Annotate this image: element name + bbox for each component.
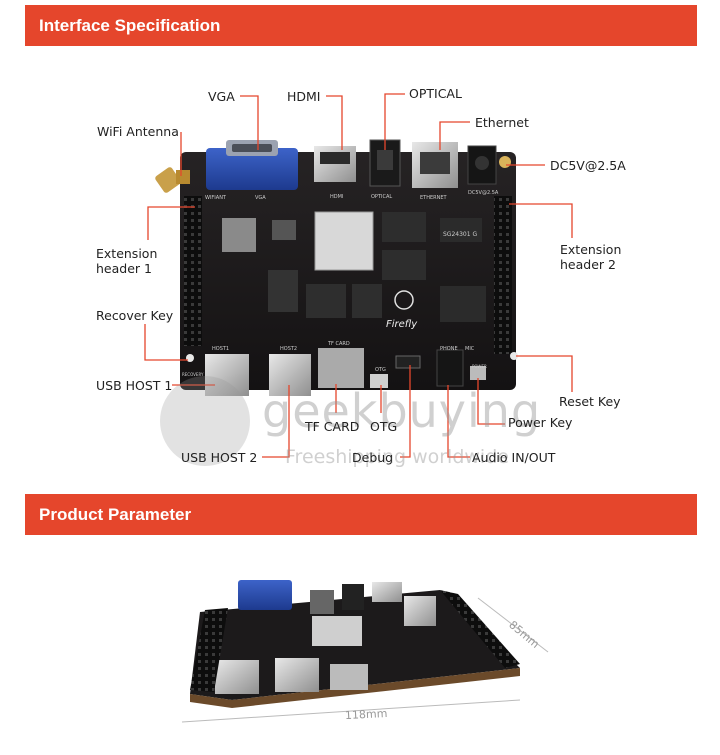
silk-otg: OTG: [375, 367, 386, 373]
soc-chip: [314, 211, 374, 271]
label-vga: VGA: [208, 89, 235, 104]
width-dimension-label: 118mm: [344, 706, 388, 723]
ram-chip: [352, 284, 382, 318]
top-board: [155, 139, 518, 396]
usb-port-3d: [275, 658, 319, 692]
bottom-board: [181, 580, 549, 723]
silk-ethernet: ETHERNET: [420, 195, 447, 201]
usb-host-2-callout-line: [262, 385, 290, 458]
silk-chip: SG24301 G: [443, 231, 478, 238]
callout-lines: [144, 93, 573, 458]
label-reset-key: Reset Key: [559, 394, 621, 409]
power-callout-line: [477, 378, 505, 425]
debug-header: [395, 355, 421, 369]
silk-dc: DC5V@2.5A: [468, 190, 499, 196]
width-dimension-line: [181, 699, 521, 723]
emmc-chip: [440, 286, 486, 322]
soc-3d: [312, 616, 362, 646]
pcb: [180, 152, 516, 390]
label-wifi-antenna: WiFi Antenna: [97, 124, 179, 139]
label-power-key: Power Key: [508, 415, 573, 430]
recover-key-button: [186, 354, 194, 362]
hdmi-port-3d: [372, 582, 402, 602]
ethernet-port-3d: [404, 596, 436, 626]
silk-host1: HOST1: [212, 346, 230, 352]
ext-header-2-callout-line: [509, 203, 573, 238]
silk-wifi: WIFIANT: [205, 195, 226, 201]
label-audio: Audio IN/OUT: [472, 450, 556, 465]
silk-vga: VGA: [255, 195, 266, 201]
audio-port-3d: [342, 584, 364, 610]
otg-port: [370, 374, 388, 388]
wifi-module: [222, 218, 256, 252]
silk-hdmi: HDMI: [330, 194, 344, 200]
power-key-button: [470, 366, 486, 380]
label-ext-header-2: Extension header 2: [560, 242, 622, 272]
label-optical: OPTICAL: [409, 86, 462, 101]
silk-power: POWER: [472, 364, 487, 369]
audio-callout-line: [447, 385, 470, 458]
firefly-logo: [394, 290, 414, 310]
power-ic: [268, 270, 298, 312]
product-parameter-banner: Product Parameter: [25, 494, 697, 535]
extension-header-1: [184, 196, 202, 346]
usb-host-1-port: [205, 354, 249, 396]
vga-port-3d: [238, 580, 292, 610]
recover-callout-line: [144, 324, 188, 361]
reset-callout-line: [516, 355, 573, 392]
silk-recovery: RECOVERY: [182, 372, 204, 377]
wifi-antenna-connector: [155, 167, 190, 193]
label-ext-header-1: Extension header 1: [96, 246, 158, 276]
header-3d: [440, 590, 520, 668]
silk-mic: MIC: [465, 346, 475, 352]
optical-callout-line: [384, 93, 405, 150]
tf-card-slot: [318, 348, 364, 388]
silk-brand: Firefly: [386, 319, 418, 330]
header-3d: [190, 608, 228, 692]
optical-port-3d: [310, 590, 334, 614]
tf-slot-3d: [330, 664, 368, 690]
label-usb-host-1: USB HOST 1: [96, 378, 173, 393]
depth-dimension-line: [477, 597, 549, 653]
ethernet-chip: [440, 218, 482, 242]
label-tf-card: TF CARD: [305, 419, 360, 434]
label-debug: Debug: [352, 450, 394, 465]
watermark-tagline: Freeshipping worldwide: [285, 446, 509, 468]
label-hdmi: HDMI: [287, 89, 321, 104]
interface-spec-title: Interface Specification: [39, 16, 221, 35]
silk-phone: PHONE: [440, 346, 458, 352]
label-recover-key: Recover Key: [96, 308, 174, 323]
label-otg: OTG: [370, 419, 398, 434]
optical-port: [369, 139, 401, 187]
watermark-brand: geekbuying: [262, 384, 542, 438]
ext-header-1-callout-line: [147, 206, 195, 240]
label-ethernet: Ethernet: [475, 115, 529, 130]
interface-spec-banner: Interface Specification: [25, 5, 697, 46]
ram-chip: [382, 250, 426, 280]
watermark-logo: [160, 376, 250, 466]
label-dc: DC5V@2.5A: [550, 158, 626, 173]
audio-jack: [436, 349, 464, 387]
vga-port: [206, 140, 298, 190]
hdmi-callout-line: [326, 95, 343, 150]
usb-host-2-port: [269, 354, 311, 396]
ethernet-port: [412, 142, 458, 188]
hdmi-port: [314, 146, 356, 182]
vga-callout-line: [240, 95, 259, 150]
product-parameter-title: Product Parameter: [39, 505, 192, 524]
ram-chip: [382, 212, 426, 242]
ram-chip: [306, 284, 346, 318]
silk-host2: HOST2: [280, 346, 298, 352]
reset-key-button: [510, 352, 518, 360]
label-usb-host-2: USB HOST 2: [181, 450, 258, 465]
ethernet-callout-line: [439, 121, 470, 150]
extension-header-2: [494, 196, 512, 354]
usb-port-3d: [215, 660, 259, 694]
silk-optical: OPTICAL: [371, 194, 393, 200]
debug-callout-line: [400, 365, 411, 458]
ic-chip: [272, 220, 296, 240]
silk-tfcard: TF CARD: [328, 341, 350, 347]
